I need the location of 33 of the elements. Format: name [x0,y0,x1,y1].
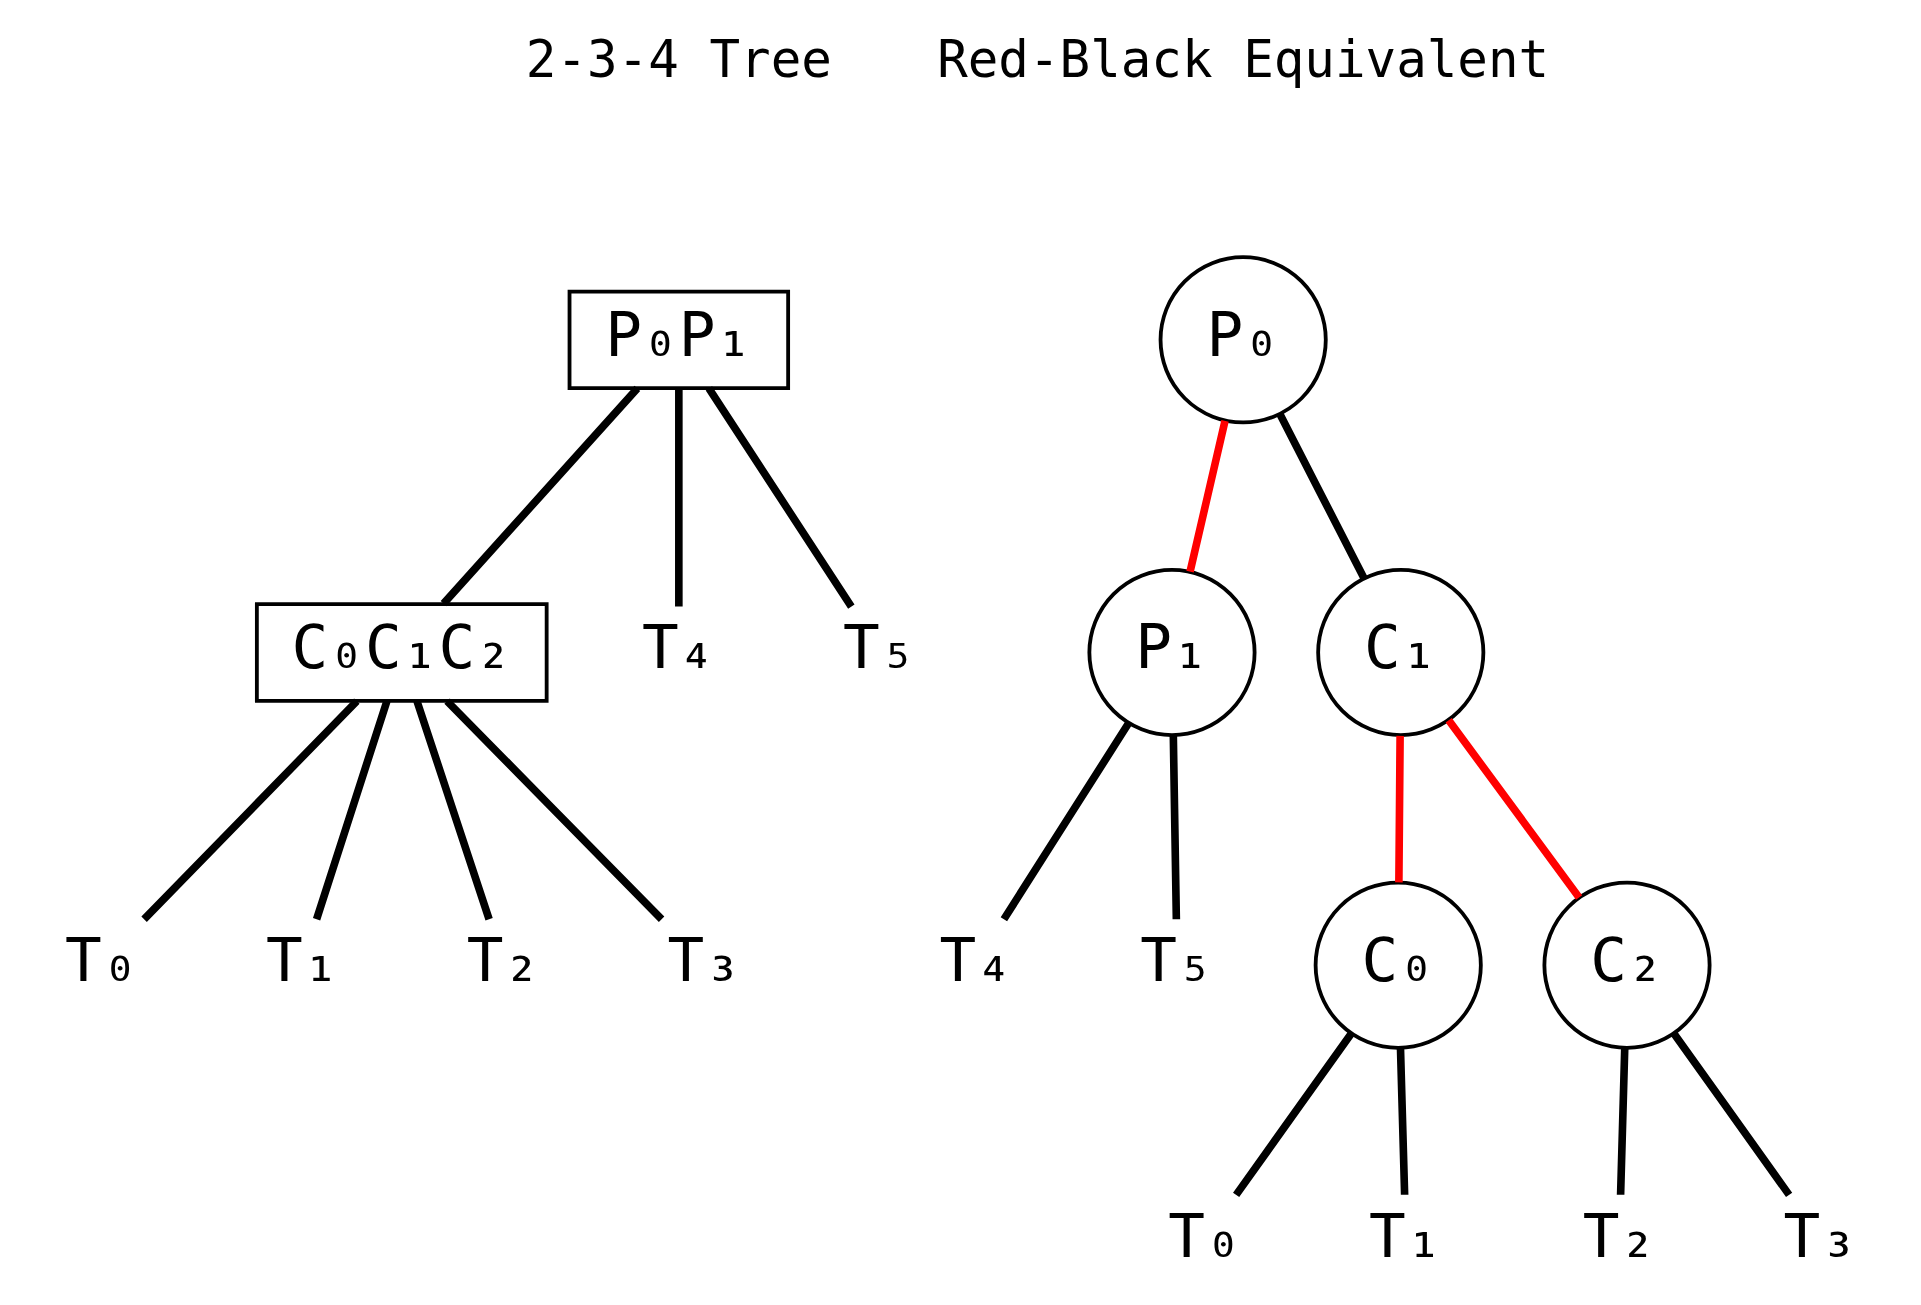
node-text: T₄ [641,611,716,683]
node-text: T₂ [466,923,540,995]
node-text: T₅ [1139,923,1214,995]
node-text: T₀ [64,923,139,995]
connector [1276,412,1367,581]
connector [1185,419,1229,573]
node-text: T₃ [667,923,741,995]
connector [440,385,640,607]
node-circle: C₁ [1315,567,1485,738]
connector [1445,718,1582,900]
connector [1000,721,1132,922]
connector [705,386,855,609]
connector [1232,1031,1354,1198]
node-box: P₀P₁ [567,289,790,391]
node-text: T₄ [939,923,1013,995]
label: Red-Black Equivalent [936,29,1549,89]
node-text: T₂ [1582,1199,1656,1271]
node-text: T₃ [1782,1199,1857,1271]
node-text: T₅ [842,611,916,683]
node-circle: C₀ [1313,880,1483,1050]
connector [443,698,664,922]
label: 2-3-4 Tree [525,29,832,89]
connector [1670,1031,1792,1198]
node-box: C₀C₁C₂ [254,602,549,703]
connector [412,699,493,921]
node-text: T₁ [265,923,339,995]
node-circle: C₂ [1542,880,1712,1050]
node-circle: P₁ [1086,567,1256,738]
connector [140,698,360,922]
connector [312,699,391,921]
node-circle: P₀ [1158,255,1328,425]
node-text: T₀ [1167,1199,1242,1271]
node-text: T₁ [1368,1199,1443,1271]
